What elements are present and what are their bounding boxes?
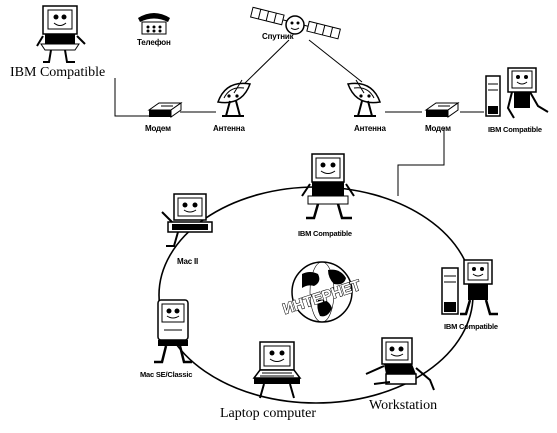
ring-node-label: Mac SE/Classic bbox=[140, 370, 193, 379]
ring-node-label: Laptop computer bbox=[220, 406, 317, 421]
phone-label: Телефон bbox=[137, 38, 171, 47]
modem-icon bbox=[147, 102, 183, 118]
left-computer-label: IBM Compatible bbox=[10, 65, 106, 80]
ring-node-label: IBM Compatible bbox=[444, 322, 498, 331]
smiling-computer-icon bbox=[485, 67, 549, 119]
ring-node-label: IBM Compatible bbox=[298, 229, 352, 238]
satellite-label: Спутник bbox=[262, 32, 294, 41]
smiling-computer-icon bbox=[441, 259, 498, 316]
left-antenna-label: Антенна bbox=[213, 124, 245, 133]
smiling-computer-icon bbox=[36, 5, 86, 63]
smiling-computer-icon bbox=[154, 299, 192, 364]
smiling-computer-icon bbox=[252, 341, 302, 399]
satellite-icon bbox=[250, 6, 341, 40]
link-left-computer-modem bbox=[114, 78, 150, 117]
link-modem-ring bbox=[397, 128, 445, 196]
telephone-icon bbox=[138, 13, 170, 35]
ring-node-label: Workstation bbox=[369, 398, 438, 413]
globe-icon: ИНТЕРНЕТ bbox=[280, 261, 363, 323]
smiling-computer-icon bbox=[301, 153, 355, 220]
satellite-dish-icon bbox=[346, 79, 382, 117]
satellite-dish-icon bbox=[216, 79, 252, 117]
right-antenna-label: Антенна bbox=[354, 124, 386, 133]
right-modem-label: Модем bbox=[425, 124, 451, 133]
modem-icon bbox=[424, 102, 460, 118]
smiling-computer-icon bbox=[365, 337, 435, 391]
left-modem-label: Модем bbox=[145, 124, 171, 133]
link-left-antenna-satellite bbox=[241, 39, 290, 87]
right-computer-label: IBM Compatible bbox=[488, 125, 542, 134]
smiling-computer-icon bbox=[161, 193, 213, 247]
link-satellite-right-antenna bbox=[308, 39, 363, 83]
ring-node-label: Mac II bbox=[177, 257, 199, 266]
